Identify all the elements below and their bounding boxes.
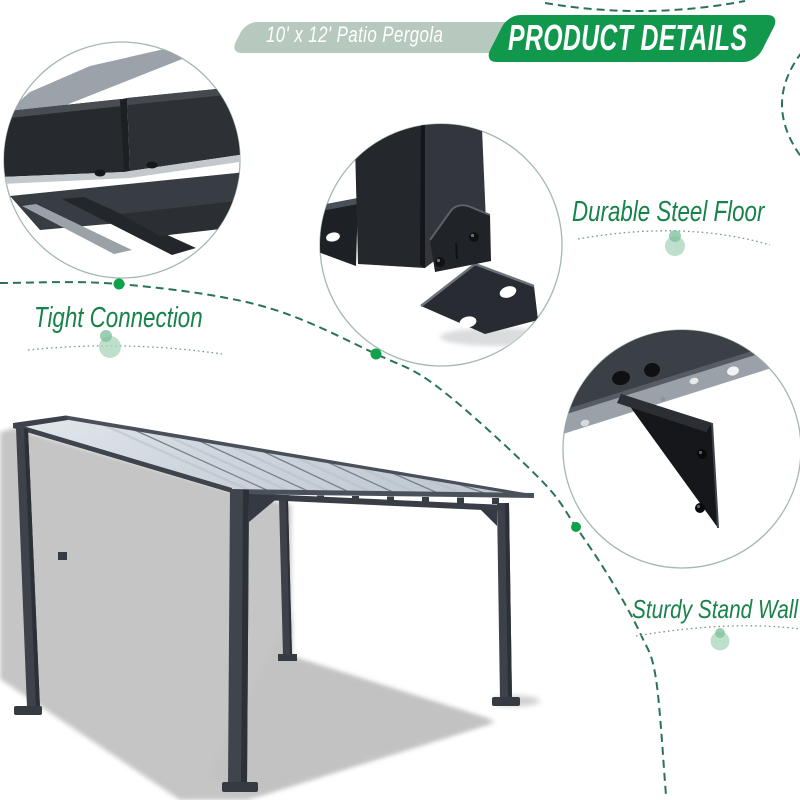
pergola-front-right-post [222, 489, 280, 792]
callout-sturdy-stand-wall: Sturdy Stand Wall [632, 594, 799, 624]
top-dashed-arc [544, 0, 746, 13]
tight-connection-soft-dot [99, 330, 121, 358]
pergola-side-rail [240, 493, 505, 511]
tight-connection-dotted-arc [27, 345, 223, 355]
pergola-roof-panel-seams [97, 421, 513, 497]
detail-circle-stand-wall [562, 329, 800, 569]
roof-beam-joint-photo [4, 45, 240, 255]
arc-dot-2 [370, 348, 382, 360]
arc-dot-3 [571, 522, 581, 532]
right-dashed-arc [781, 53, 800, 157]
main-dashed-arc [0, 281, 667, 796]
callout-tight-connection: Tight Connection [34, 302, 203, 334]
stand-wall-soft-dot [710, 628, 730, 651]
steel-floor-dotted-arc [577, 230, 771, 246]
detail-circle-steel-floor [319, 123, 563, 367]
product-size-badge-label: 10' x 12' Patio Pergola [266, 22, 444, 47]
detail-circle-tight-connection [3, 41, 241, 279]
pergola-gable-beam [13, 423, 232, 493]
product-details-banner-label: PRODUCT DETAILS [508, 17, 748, 58]
pergola-gusset-right [477, 506, 497, 526]
soft-green-dots [99, 230, 730, 651]
pergola-front-left-post [14, 428, 67, 715]
pergola-eave-fascia [230, 489, 534, 498]
pergola-product-photo [0, 415, 540, 800]
stand-wall-dotted-arc [635, 625, 800, 637]
callout-durable-steel-floor: Durable Steel Floor [572, 196, 765, 228]
pergola-left-edge-beam [13, 415, 68, 428]
arc-dots [113, 278, 581, 532]
arc-dot-1 [113, 278, 125, 290]
pergola-back-beam [66, 415, 534, 498]
steel-floor-soft-dot [665, 230, 685, 256]
pergola-back-left-post [278, 500, 297, 661]
pergola-gusset-front [249, 494, 280, 522]
pergola-roof [13, 415, 534, 504]
pergola-ground-shadow [205, 610, 493, 794]
pergola-back-right-post [477, 503, 520, 706]
